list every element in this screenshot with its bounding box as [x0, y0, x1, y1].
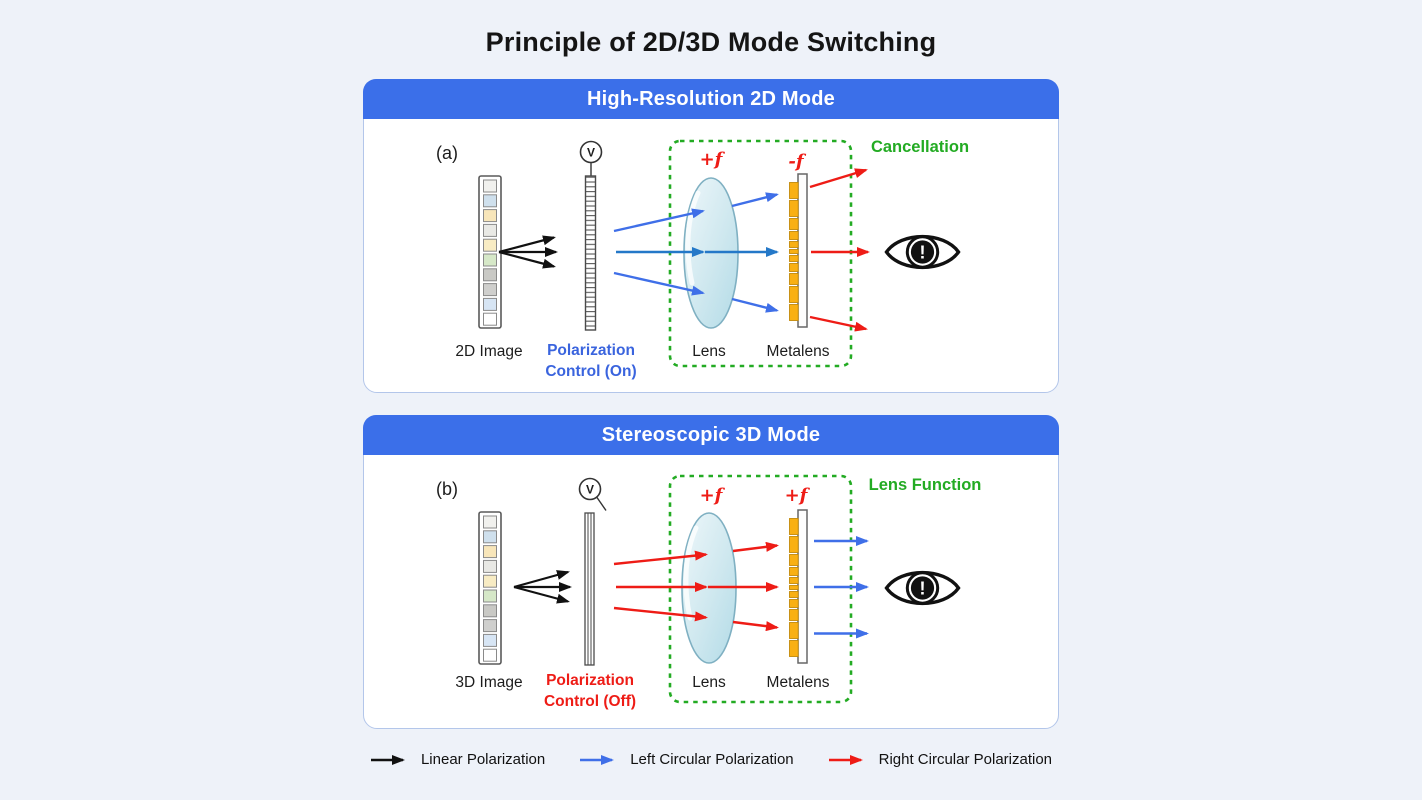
polarization-label-line1: Polarization [547, 342, 635, 359]
blue-arrow-icon [580, 754, 615, 765]
eye-icon: ! [884, 234, 961, 270]
open-switch-line [596, 497, 607, 511]
black-arrow-icon [370, 754, 405, 765]
panel-3d-header: Stereoscopic 3D Mode [363, 415, 1059, 455]
display-pixel-stack [478, 511, 502, 665]
eye-icon: ! [884, 570, 961, 606]
panel-3d-body: (b) [364, 455, 1058, 727]
lens-label: Lens [692, 343, 726, 360]
diagram-2d-mode: (a) [436, 138, 969, 380]
lens-focal-label: +f [700, 149, 726, 170]
left-circular-rays [613, 192, 779, 313]
pixel [483, 268, 497, 282]
polarization-label-line2: Control (Off) [544, 693, 636, 710]
pixel [483, 194, 497, 208]
legend-item-linear: Linear Polarization [370, 751, 545, 768]
page-title: Principle of 2D/3D Mode Switching [485, 27, 937, 57]
pixel [483, 589, 497, 603]
result-label: Cancellation [871, 138, 969, 156]
panel-tag: (b) [436, 479, 458, 499]
panel-3d-mode: Stereoscopic 3D Mode (b) [363, 415, 1059, 729]
pixel [483, 545, 497, 559]
lens-metalens-dashed-box [668, 139, 853, 368]
pixel [483, 297, 497, 311]
legend-label: Left Circular Polarization [630, 751, 794, 768]
pixel [483, 209, 497, 223]
eye-alert-glyph: ! [920, 579, 926, 599]
legend-label: Linear Polarization [420, 751, 546, 768]
display-pixel-stack [478, 175, 502, 329]
diagram-3d-mode: (b) [436, 474, 982, 710]
left-circular-rays [814, 536, 869, 639]
lens-highlight [683, 525, 699, 621]
red-arrow-icon [828, 754, 863, 765]
voltage-source: V [578, 477, 607, 511]
right-circular-rays [613, 541, 779, 632]
pixel [483, 238, 497, 252]
pixel [483, 574, 497, 588]
pixel [483, 253, 497, 267]
metalens-label: Metalens [767, 343, 830, 360]
metalens [789, 173, 808, 328]
linear-polarization-arrows [513, 570, 572, 604]
pixel [483, 530, 497, 544]
pixel [483, 619, 497, 633]
voltage-source: V [579, 140, 603, 176]
panel-tag: (a) [436, 143, 458, 163]
linear-polarization-arrows [498, 235, 558, 269]
pixel [483, 648, 497, 662]
panel-2d-header: High-Resolution 2D Mode [363, 79, 1059, 119]
pixel [483, 559, 497, 573]
panel-3d-header-title: Stereoscopic 3D Mode [601, 423, 821, 446]
lens-label: Lens [692, 674, 726, 691]
voltage-label: V [586, 483, 594, 497]
pixel [483, 283, 497, 297]
polarization-label-line2: Control (On) [545, 363, 636, 380]
metalens-label: Metalens [767, 674, 830, 691]
pixel [483, 604, 497, 618]
voltage-label: V [587, 146, 595, 160]
lens-metalens-dashed-box [668, 474, 853, 704]
legend-item-left-circular: Left Circular Polarization [579, 751, 794, 768]
lens-focal-label: +f [700, 485, 726, 506]
right-circular-rays [809, 168, 870, 332]
panel-2d-header-title: High-Resolution 2D Mode [587, 87, 835, 110]
panel-2d-body: (a) [364, 119, 1058, 391]
panel-2d-mode: High-Resolution 2D Mode (a) [363, 79, 1059, 393]
source-image-label: 2D Image [455, 343, 522, 360]
result-label: Lens Function [869, 476, 982, 494]
metalens-focal-label: -f [788, 151, 806, 172]
pixel [483, 223, 497, 237]
polarization-label-line1: Polarization [546, 672, 634, 689]
metalens [789, 509, 808, 664]
pixel [483, 633, 497, 647]
pixel [483, 179, 497, 193]
eye-alert-glyph: ! [920, 243, 926, 263]
polarization-control-bar [584, 512, 595, 666]
lens-highlight [685, 190, 701, 286]
legend-label: Right Circular Polarization [878, 751, 1053, 768]
legend: Linear Polarization Left Circular Polari… [0, 751, 1422, 768]
pixel [483, 312, 497, 326]
pixel [483, 515, 497, 529]
metalens-focal-label: +f [785, 485, 811, 506]
legend-item-right-circular: Right Circular Polarization [828, 751, 1052, 768]
polarization-control-bar [584, 175, 597, 331]
source-image-label: 3D Image [455, 674, 522, 691]
